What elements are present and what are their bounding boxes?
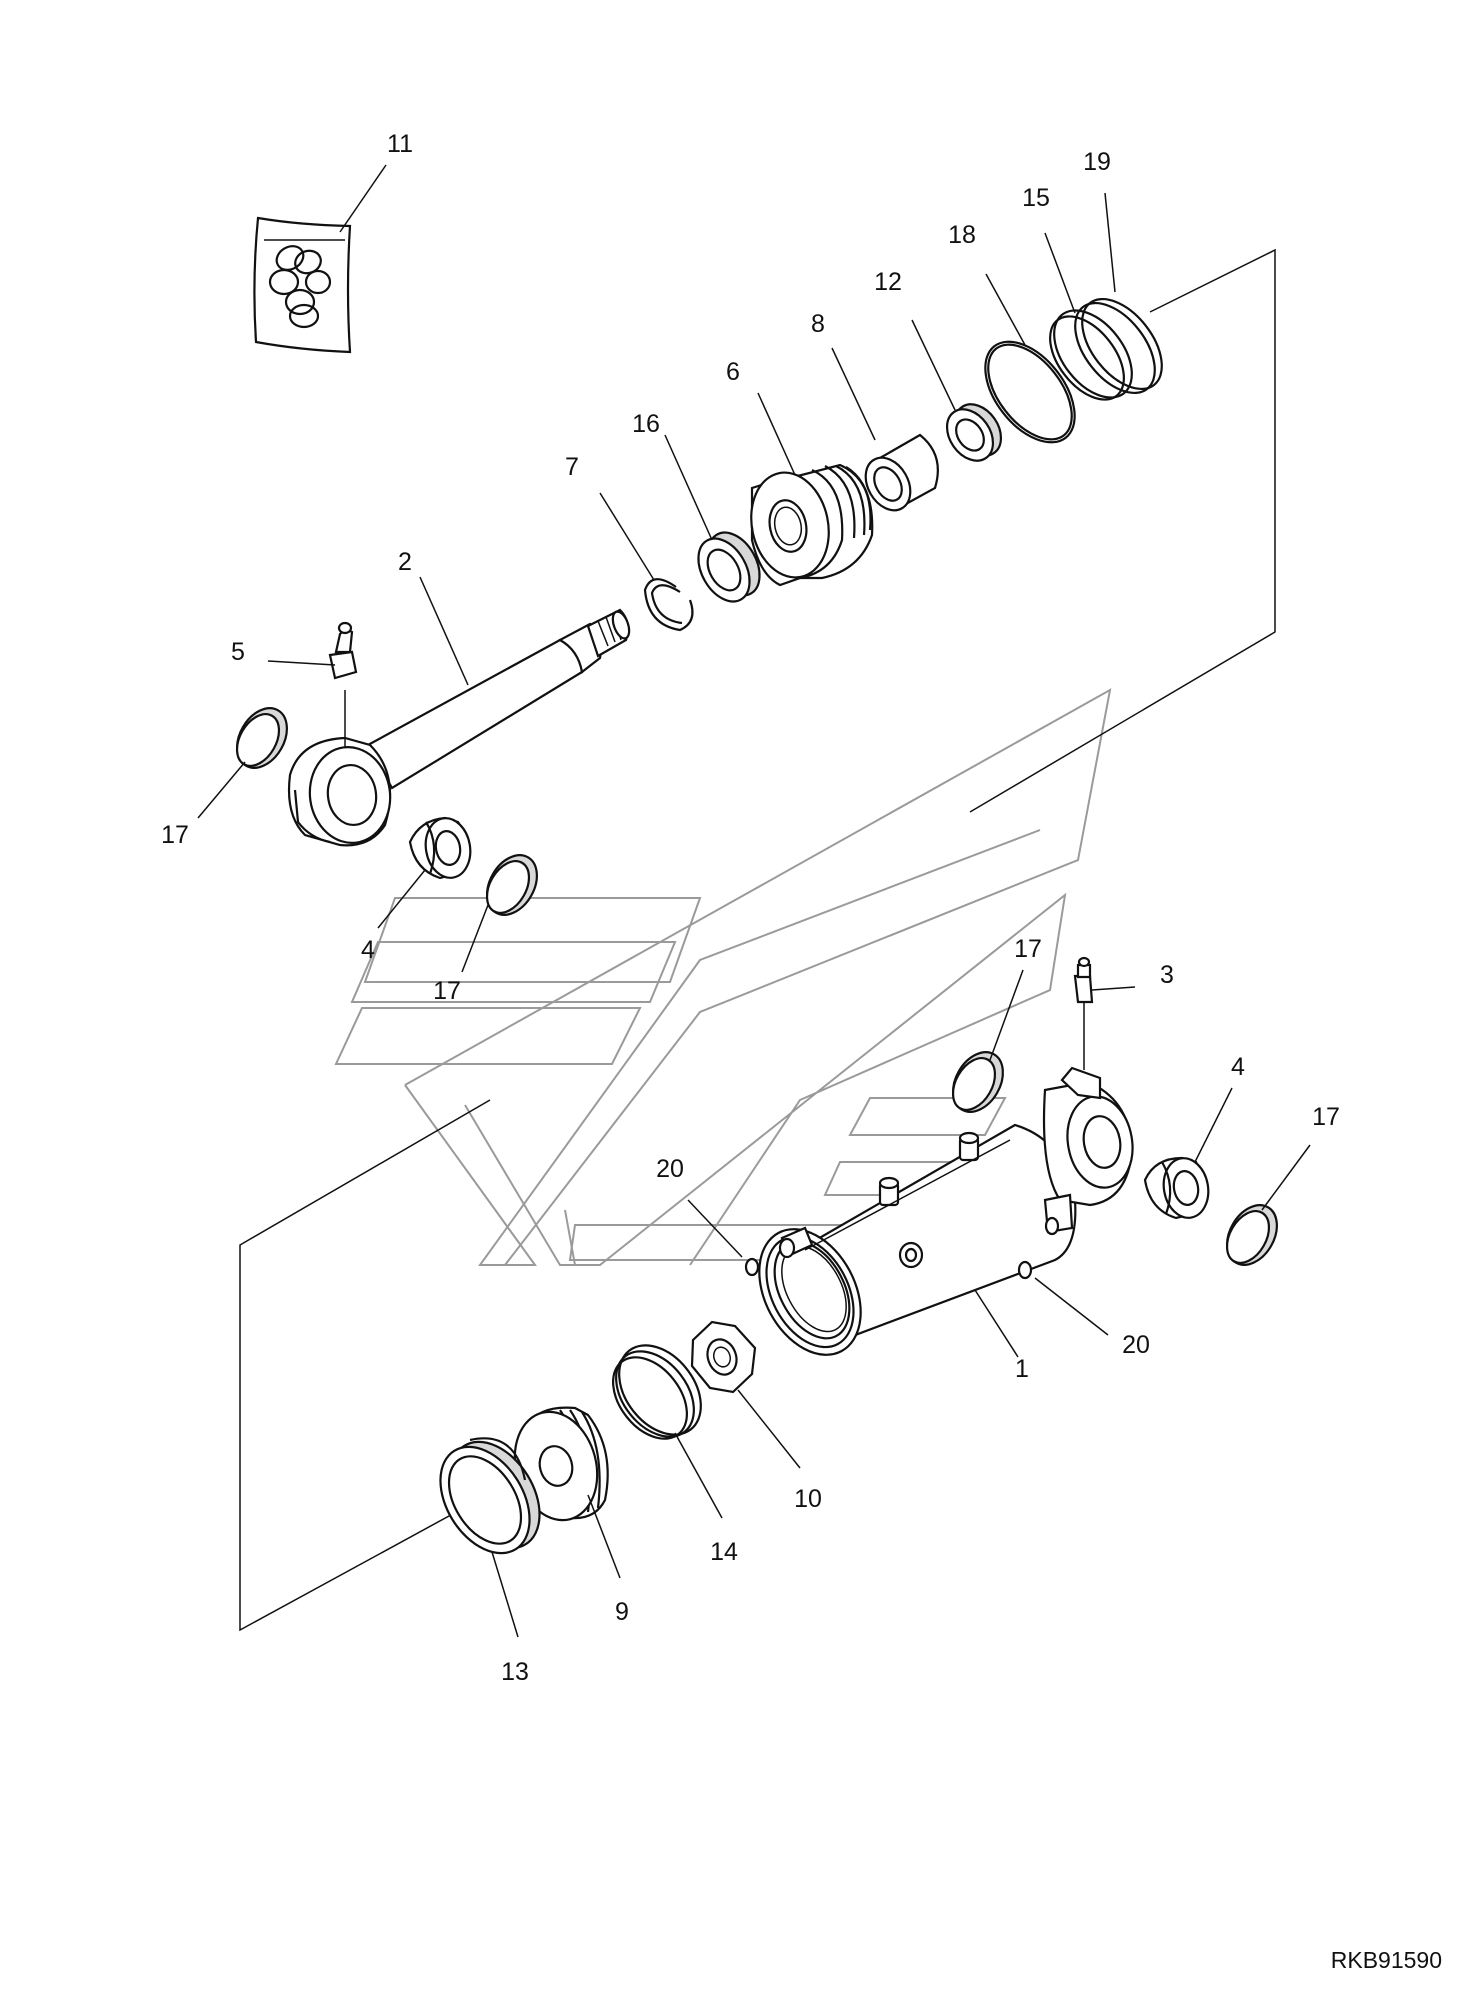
snap-ring-7: [643, 578, 694, 632]
seal-ring-17-left: [235, 707, 288, 769]
callout-20-left: 20: [656, 1155, 684, 1183]
seal-12: [945, 403, 1003, 462]
callout-3: 3: [1160, 961, 1174, 989]
piston-rod-2: [287, 608, 631, 847]
callout-13: 13: [501, 1658, 529, 1686]
watermark-logo: [334, 688, 1112, 1266]
callout-12: 12: [874, 268, 902, 296]
callout-6: 6: [726, 358, 740, 386]
callout-1: 1: [1015, 1355, 1029, 1383]
callout-9: 9: [615, 1598, 629, 1626]
callout-15: 15: [1022, 184, 1050, 212]
drawing-id: RKB91590: [1331, 1947, 1442, 1973]
callout-17-rod: 17: [433, 977, 461, 1005]
grease-fitting-5: [328, 621, 358, 748]
callout-2: 2: [398, 548, 412, 576]
callout-20-right: 20: [1122, 1331, 1150, 1359]
callout-18: 18: [948, 221, 976, 249]
seal-16: [697, 531, 761, 603]
bushing-8: [864, 433, 939, 512]
wear-ring-14: [612, 1344, 702, 1440]
plug-20-right: [1017, 1260, 1033, 1280]
leader-lines: [197, 164, 1311, 1638]
ring-19: [1074, 297, 1163, 395]
callout-10: 10: [794, 1485, 822, 1513]
callout-17-left: 17: [161, 821, 189, 849]
assembly-frame: [239, 248, 1276, 1632]
callout-labels: 1 2 3 4 4 5 6 7 8 9 10 11 12 13 14 15 16…: [161, 130, 1340, 1686]
seal-kit-bag: [253, 216, 352, 354]
callout-7: 7: [565, 453, 579, 481]
callout-4-barrel: 4: [1231, 1053, 1245, 1081]
seal-ring-17-right: [1225, 1204, 1278, 1266]
callout-14: 14: [710, 1538, 738, 1566]
seal-ring-17-rod: [485, 854, 538, 916]
cylinder-head-6: [750, 463, 874, 587]
seal-13: [439, 1437, 541, 1555]
callout-8: 8: [811, 310, 825, 338]
callout-17-barrel: 17: [1014, 935, 1042, 963]
callout-16: 16: [632, 410, 660, 438]
callout-17-right: 17: [1312, 1103, 1340, 1131]
ring-15: [1049, 309, 1133, 401]
seal-ring-17-barrel: [951, 1051, 1004, 1113]
bushing-4-barrel: [1143, 1156, 1210, 1220]
callout-5: 5: [231, 638, 245, 666]
o-ring-18: [984, 340, 1076, 444]
callout-19: 19: [1083, 148, 1111, 176]
grease-fitting-3: [1073, 956, 1094, 1070]
callout-4-rod: 4: [361, 936, 375, 964]
cylinder-barrel-1: [758, 1066, 1134, 1356]
plug-20-left: [744, 1257, 760, 1277]
nut-10: [690, 1320, 757, 1394]
bushing-4-rod: [408, 816, 472, 880]
callout-11: 11: [387, 130, 413, 158]
